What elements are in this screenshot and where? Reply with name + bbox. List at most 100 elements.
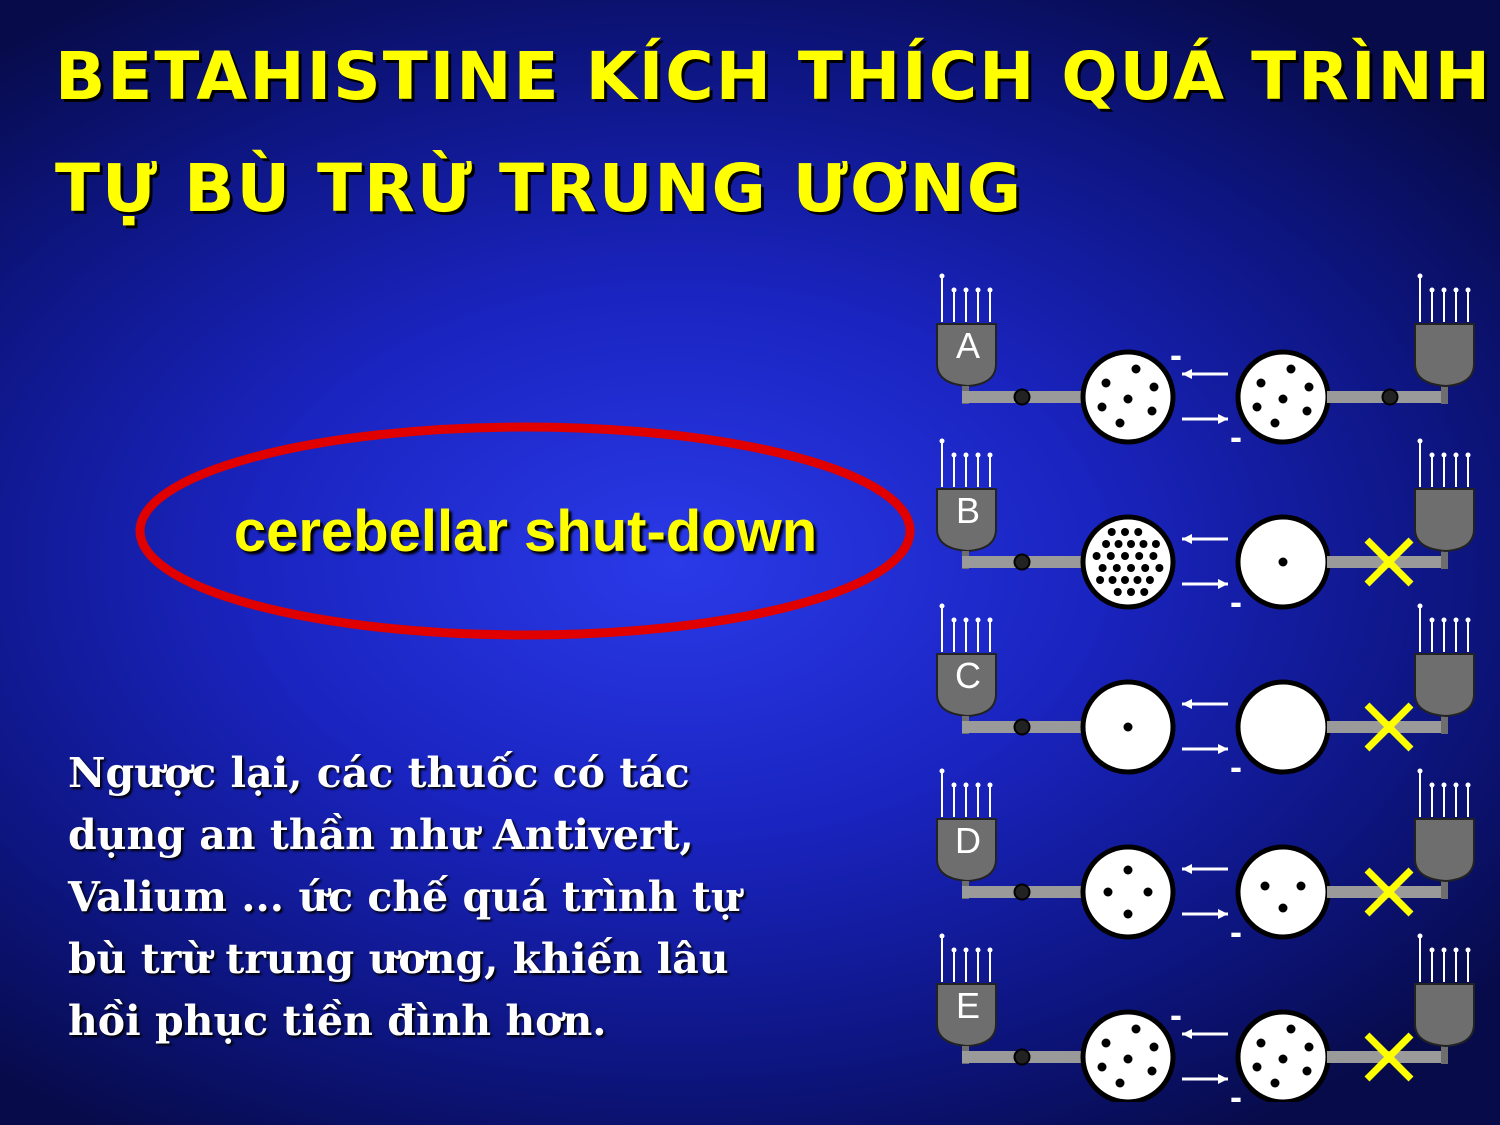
hair-tip [987,452,993,458]
hair-tip [1453,287,1459,293]
diagram-row-b: B- [936,438,1475,622]
hair-tip [1429,452,1435,458]
right-receptor [1414,488,1475,553]
nucleus-dot [1114,540,1123,548]
nucleus-dot [1123,865,1133,875]
inhibit-arrow-left-head [1182,369,1192,379]
hair-tip [1453,947,1459,953]
minus-sign: - [1230,1076,1242,1102]
hair-tip [1441,782,1447,788]
left-receptor [936,488,997,553]
right-stalk [1441,716,1448,734]
inhibit-arrow-left-head [1182,699,1192,709]
hair-tip [1465,452,1471,458]
left-receptor [936,653,997,718]
hair-tip [1453,782,1459,788]
nucleus-dot [1140,588,1149,596]
inhibit-arrow-left-head [1182,864,1192,874]
nucleus-dot [1131,364,1141,374]
hair-tip [951,617,957,623]
inhibit-arrow-left-head [1182,1029,1192,1039]
nucleus-dot [1304,1042,1314,1052]
nucleus-dot [1127,588,1135,596]
hair-tip [963,617,969,623]
inhibit-arrow-right-head [1218,744,1228,754]
nucleus-dot [1131,1024,1141,1034]
hair-tip [1441,287,1447,293]
nucleus-dot [1286,1024,1296,1034]
right-stalk [1441,1046,1448,1064]
hair-tip [987,287,993,293]
nucleus-dot [1252,402,1262,412]
nucleus-dot [1121,552,1129,560]
nucleus-dot [1147,1066,1157,1076]
callout-ellipse: cerebellar shut-down [133,420,918,642]
nucleus-dot [1092,552,1101,560]
nucleus-dot [1139,540,1148,548]
nucleus-dot [1143,887,1153,897]
hair-tip [951,947,957,953]
lesion-cross-icon [1364,702,1414,752]
nucleus-dot [1106,552,1115,560]
hair-tip [1417,603,1423,609]
nucleus-dot [1098,564,1107,572]
left-receptor [936,818,997,883]
row-label: D [955,820,981,861]
hair-tip [1417,273,1423,279]
hair-tip [963,287,969,293]
synapse [1013,553,1031,571]
nucleus-dot [1278,557,1288,567]
minus-sign: - [1230,581,1242,622]
hair-tip [1441,617,1447,623]
nucleus-dot [1286,364,1296,374]
synapse [1381,388,1399,406]
nucleus-dot [1296,881,1306,891]
nucleus-dot [1107,528,1116,536]
hair-tip [1465,287,1471,293]
right-vestibular-nucleus [1235,679,1331,775]
nucleus-dot [1147,406,1157,416]
hair-tip [975,947,981,953]
nucleus-dot [1155,564,1164,572]
hair-tip [939,438,945,444]
hair-tip [1465,947,1471,953]
right-vestibular-nucleus [1235,844,1331,940]
left-receptor [936,983,997,1048]
red-ellipse [135,422,915,640]
hair-tip [1429,287,1435,293]
lesion-cross-icon [1364,537,1414,587]
nucleus-dot [1097,1062,1107,1072]
hair-tip [1441,947,1447,953]
nucleus-dot [1252,1062,1262,1072]
nucleus-dot [1151,540,1160,548]
hair-tip [1429,947,1435,953]
hair-tip [1417,768,1423,774]
nucleus-dot [1113,588,1122,596]
inhibit-arrow-right-head [1218,579,1228,589]
synapse [1013,388,1031,406]
diagram-row-a: A-- [936,273,1475,457]
hair-tip [987,617,993,623]
hair-tip [1453,452,1459,458]
body-paragraph: Ngược lại, các thuốc có tác dụng an thần… [68,749,741,1045]
nucleus-dot [1115,1078,1125,1088]
nucleus-dot [1123,909,1133,919]
hair-tip [1465,617,1471,623]
nucleus-dot [1149,382,1159,392]
nucleus-dot [1145,576,1154,584]
right-receptor [1414,983,1475,1048]
lesion-cross-icon [1364,1032,1414,1082]
inhibit-arrow-right-head [1218,1074,1228,1084]
inhibit-arrow-left-head [1182,534,1192,544]
minus-sign: - [1170,334,1182,375]
minus-sign: - [1230,911,1242,952]
nucleus-dot [1121,528,1129,536]
hair-tip [1417,933,1423,939]
synapse [1013,883,1031,901]
minus-sign: - [1230,416,1242,457]
slide-title-line-1: BETAHISTINE KÍCH THÍCH QUÁ TRÌNH [55,38,1492,115]
nucleus-dot [1256,1038,1266,1048]
vestibular-compensation-diagram: A--B-C-D-E-- [936,273,1475,1102]
diagram-row-c: C- [936,603,1475,787]
nucleus-dot [1115,418,1125,428]
